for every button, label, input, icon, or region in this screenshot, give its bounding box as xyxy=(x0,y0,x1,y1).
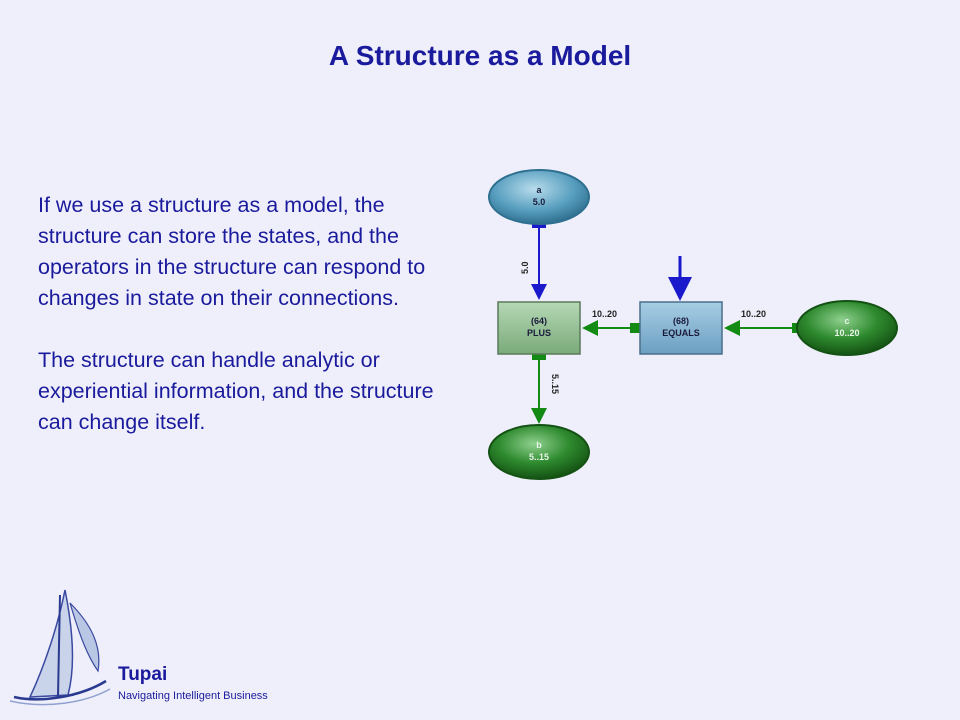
node-a-value: 5.0 xyxy=(533,197,546,207)
edge-label-equals-plus: 10..20 xyxy=(592,309,617,319)
paragraph-1: If we use a structure as a model, the st… xyxy=(38,193,426,310)
node-b-value: 5..15 xyxy=(529,452,549,462)
node-c-name: c xyxy=(844,316,849,326)
slide-title: A Structure as a Model xyxy=(328,40,632,71)
edge-plus-to-b: 5..15 xyxy=(531,352,560,424)
node-a-name: a xyxy=(536,185,542,195)
logo-tagline: Navigating Intelligent Business xyxy=(118,690,268,702)
node-b: b 5..15 xyxy=(488,424,590,480)
node-b-name: b xyxy=(536,440,542,450)
node-plus: (64) PLUS xyxy=(497,301,581,355)
node-plus-op: PLUS xyxy=(527,328,551,338)
node-a: a 5.0 xyxy=(488,169,590,225)
edge-label-plus-b: 5..15 xyxy=(550,374,560,394)
edge-label-c-equals: 10..20 xyxy=(741,309,766,319)
node-c-value: 10..20 xyxy=(834,328,859,338)
tupai-logo-sail-icon xyxy=(10,589,111,706)
edge-label-a-plus: 5.0 xyxy=(520,261,530,274)
node-equals-id: (68) xyxy=(673,316,689,326)
edge-equals-to-plus: 10..20 xyxy=(582,309,640,336)
node-equals-op: EQUALS xyxy=(662,328,700,338)
edge-a-to-plus: 5.0 xyxy=(520,220,547,300)
node-plus-id: (64) xyxy=(531,316,547,326)
node-equals: (68) EQUALS xyxy=(639,301,723,355)
edge-c-to-equals: 10..20 xyxy=(724,309,802,336)
logo-name: Tupai xyxy=(118,664,168,685)
node-c: c 10..20 xyxy=(796,300,898,356)
paragraph-2: The structure can handle analytic or exp… xyxy=(38,348,434,434)
slide-body: If we use a structure as a model, the st… xyxy=(38,190,458,438)
structure-diagram: 5.0 5..15 10..20 10..20 a 5.0 (64) PLUS … xyxy=(488,169,898,480)
